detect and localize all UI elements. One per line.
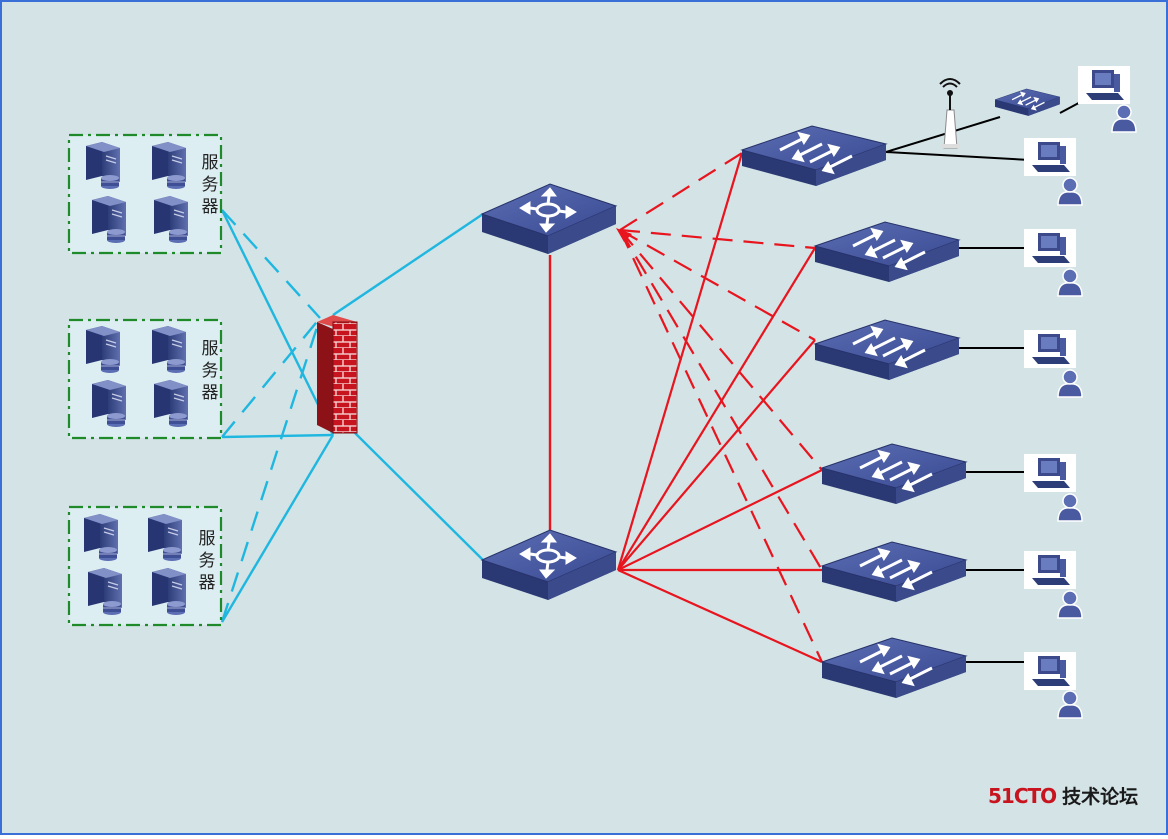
watermark-text: 技术论坛 <box>1062 786 1139 808</box>
firewall-icon[interactable] <box>317 315 358 434</box>
server-group-border <box>67 318 223 440</box>
host-links <box>885 97 1089 663</box>
server-group-label: 服务器 <box>201 339 219 403</box>
access-links-backup <box>619 152 823 663</box>
pc-icon <box>1024 652 1076 690</box>
server-links <box>220 209 484 623</box>
backup-arrowhead <box>616 228 632 242</box>
pc-icon <box>1024 229 1076 267</box>
pc-icon <box>1078 66 1130 104</box>
pc-icon <box>1024 330 1076 368</box>
pc-icon <box>1024 454 1076 492</box>
server-group-1[interactable] <box>67 133 223 255</box>
server-group-2[interactable] <box>67 318 223 440</box>
pc-icon <box>1024 138 1076 176</box>
watermark-brand: 51CTO <box>988 784 1057 808</box>
server-group-label: 服务器 <box>201 153 219 217</box>
access-links-primary <box>616 152 823 664</box>
server-group-3[interactable] <box>67 505 223 627</box>
server-group-label: 服务器 <box>198 529 216 593</box>
pc-icon <box>1024 551 1076 589</box>
wireless-ap-icon[interactable] <box>939 78 961 149</box>
